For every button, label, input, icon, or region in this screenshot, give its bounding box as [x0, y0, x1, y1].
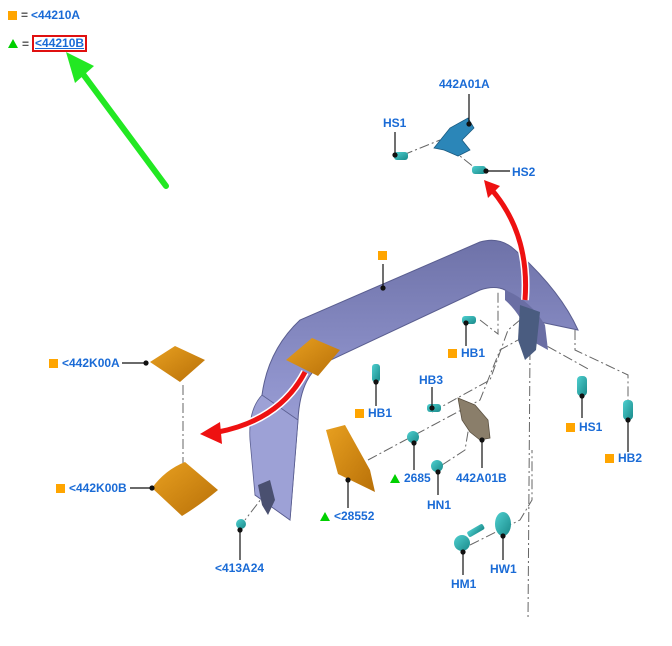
rear-bumper-cover[interactable] [249, 239, 579, 521]
upper-bracket-part[interactable] [433, 117, 475, 157]
callout-text: <442K00B [69, 481, 127, 495]
red-removal-arrow-left-icon [200, 370, 309, 444]
callout-bumper-main[interactable] [378, 251, 387, 260]
triangle-marker-icon [390, 473, 400, 483]
callout-442a01a[interactable]: 442A01A [439, 77, 490, 91]
leader-lines [122, 94, 631, 575]
callout-text: 442A01A [439, 77, 490, 91]
legend-equals: = [21, 8, 29, 22]
fastener-hm1[interactable] [454, 523, 485, 551]
triangle-marker-icon [320, 511, 330, 521]
square-marker-icon [56, 483, 65, 493]
callout-text: HB1 [368, 406, 393, 420]
fasteners [236, 152, 633, 551]
fastener-hs1-lower[interactable] [577, 376, 587, 396]
legend-code-44210b-link[interactable]: <44210B [32, 35, 88, 52]
callout-text: HB3 [419, 373, 444, 387]
callout-442k00b[interactable]: <442K00B [56, 481, 127, 495]
square-marker-icon [566, 422, 575, 432]
callout-hm1[interactable]: HM1 [451, 577, 476, 591]
square-marker-icon [605, 453, 614, 463]
square-marker-icon [448, 348, 457, 358]
callout-text: HM1 [451, 577, 477, 591]
fastener-hw1[interactable] [495, 512, 511, 536]
callout-hs2[interactable]: HS2 [512, 165, 535, 179]
legend-code-44210a-link[interactable]: <44210A [31, 8, 81, 22]
callout-2685[interactable]: 2685 [390, 471, 431, 485]
callout-hs1-lower[interactable]: HS1 [566, 420, 602, 434]
callout-text: 2685 [404, 471, 431, 485]
callout-413a24[interactable]: <413A24 [215, 561, 264, 575]
square-marker-icon [355, 408, 364, 418]
trim-pad-on-bumper [286, 338, 340, 376]
callout-text: <413A24 [215, 561, 265, 575]
triangle-marker-icon [8, 39, 18, 48]
square-marker-icon [8, 10, 17, 20]
assembly-lines [182, 139, 629, 621]
legend-row-44210a: = <44210A [8, 8, 80, 22]
callout-text: HN1 [427, 498, 452, 512]
callout-hn1[interactable]: HN1 [427, 498, 451, 512]
fastener-hs2[interactable] [472, 166, 486, 174]
red-removal-arrow-up-icon [484, 180, 530, 301]
fastener-hs1-upper[interactable] [394, 152, 408, 160]
fastener-hn1[interactable] [431, 460, 443, 472]
callout-hb3[interactable]: HB3 [419, 373, 443, 387]
green-pointer-arrow-icon [66, 52, 169, 189]
callout-hb2[interactable]: HB2 [605, 451, 642, 465]
callout-text: HB2 [618, 451, 643, 465]
callout-text: <28552 [334, 509, 375, 523]
trim-part-442k00b[interactable] [152, 462, 218, 516]
legend-equals: = [22, 36, 30, 51]
legend-row-44210b: = <44210B [8, 35, 88, 52]
callout-hb1-left[interactable]: HB1 [355, 406, 392, 420]
callout-text: <442K00A [62, 356, 120, 370]
fastener-hb2[interactable] [623, 400, 633, 420]
callout-442k00a[interactable]: <442K00A [49, 356, 120, 370]
callout-442a01b[interactable]: 442A01B [456, 471, 507, 485]
callout-hs1-upper[interactable]: HS1 [383, 116, 406, 130]
fastener-413a24[interactable] [236, 519, 246, 529]
callout-text: HB1 [461, 346, 486, 360]
fastener-2685[interactable] [407, 431, 419, 443]
callout-text: HS2 [512, 165, 536, 179]
fastener-hb1-left[interactable] [372, 364, 380, 382]
callout-text: HW1 [490, 562, 517, 576]
callout-28552[interactable]: <28552 [320, 509, 374, 523]
square-marker-icon [378, 251, 387, 260]
callout-hb1-right[interactable]: HB1 [448, 346, 485, 360]
callout-hw1[interactable]: HW1 [490, 562, 517, 576]
callout-text: HS1 [383, 116, 407, 130]
square-marker-icon [49, 358, 58, 368]
callout-text: 442A01B [456, 471, 507, 485]
trim-part-28552[interactable] [326, 425, 375, 492]
lower-bracket-part[interactable] [457, 397, 491, 441]
trim-part-442k00a[interactable] [150, 346, 205, 382]
callout-text: HS1 [579, 420, 603, 434]
